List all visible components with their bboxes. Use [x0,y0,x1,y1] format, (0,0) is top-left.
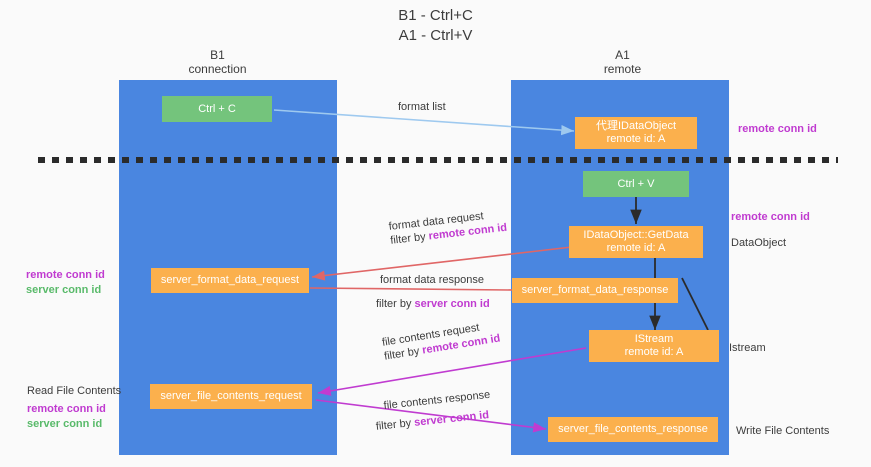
node-server-format-data-request-label: server_format_data_request [160,274,300,286]
label-format-list-text: format list [398,101,446,113]
node-istream[interactable]: IStream remote id: A [589,330,719,362]
node-proxy-idataobject-line2: remote id: A [606,133,666,145]
node-istream-line1: IStream [634,333,674,345]
sidelabel-dataobject: DataObject [731,236,786,251]
node-server-file-contents-response-label: server_file_contents_response [558,423,708,435]
label-format-data-response: format data response filter by server co… [376,273,490,311]
sidelabel-remote-conn-id-top: remote conn id [738,122,817,137]
label-format-data-response-line1: format data response [380,274,484,286]
label-format-data-response-prefix: filter by [376,298,415,310]
label-format-data-request-prefix: filter by [389,230,430,247]
node-server-file-contents-request[interactable]: server_file_contents_request [150,384,312,409]
column-header-b1-name: B1 [210,48,225,62]
label-format-list: format list [398,100,446,114]
sidelabel-read-file-contents-text: Read File Contents [27,385,122,397]
label-format-data-response-highlight: server conn id [414,298,490,310]
label-file-contents-request: file contents request filter by remote c… [381,318,501,364]
sidelabel-dataobject-text: DataObject [731,237,787,249]
sidelabel-ids-bottom-line1: remote conn id [27,403,106,415]
column-header-b1-subtitle: connection [188,62,247,76]
sidelabel-ids-bottom: remote conn id server conn id [27,402,106,432]
sidelabel-ids-mid: remote conn id server conn id [26,268,105,298]
title-line-1: B1 - Ctrl+C [398,7,473,24]
node-ctrl-v-label: Ctrl + V [617,177,655,190]
diagram-title: B1 - Ctrl+C A1 - Ctrl+V [0,6,871,46]
node-server-format-data-response[interactable]: server_format_data_response [512,278,678,303]
node-ctrl-c-label: Ctrl + C [198,102,236,115]
sidelabel-istream-text: Istream [729,342,766,354]
label-format-data-response-line2: filter by server conn id [376,297,490,311]
sidelabel-write-file-contents: Write File Contents [736,424,829,439]
sidelabel-ids-mid-line1: remote conn id [26,269,105,281]
node-getdata-line2: remote id: A [606,242,666,254]
label-file-contents-response-highlight: server conn id [413,409,490,429]
sidelabel-write-file-contents-text: Write File Contents [736,425,830,437]
label-file-contents-response: file contents response filter by server … [375,388,493,433]
sidelabel-remote-conn-id-mid-text: remote conn id [731,211,810,223]
node-ctrl-v[interactable]: Ctrl + V [583,171,689,197]
sidelabel-istream: Istream [729,341,766,356]
column-header-a1-name: A1 [615,48,630,62]
node-proxy-idataobject-line1: 代理IDataObject [595,120,677,132]
title-line-2: A1 - Ctrl+V [398,27,473,44]
column-header-a1-subtitle: remote [603,62,642,76]
node-server-file-contents-response[interactable]: server_file_contents_response [548,417,718,442]
sidelabel-ids-bottom-line2: server conn id [27,418,103,430]
label-file-contents-response-prefix: filter by [375,416,415,433]
sidelabel-read-file-contents: Read File Contents [27,384,121,399]
sidelabel-remote-conn-id-top-text: remote conn id [738,123,817,135]
node-istream-line2: remote id: A [624,346,684,358]
node-ctrl-c[interactable]: Ctrl + C [162,96,272,122]
node-server-format-data-request[interactable]: server_format_data_request [151,268,309,293]
node-getdata-line1: IDataObject::GetData [583,229,689,241]
column-header-a1: A1 remote [555,48,690,76]
sidelabel-remote-conn-id-mid: remote conn id [731,210,810,225]
node-server-file-contents-request-label: server_file_contents_request [160,390,302,402]
node-server-format-data-response-label: server_format_data_response [521,284,669,296]
sidelabel-ids-mid-line2: server conn id [26,284,102,296]
node-idataobject-getdata[interactable]: IDataObject::GetData remote id: A [569,226,703,258]
column-header-b1: B1 connection [150,48,285,76]
label-format-data-request: format data request filter by remote con… [388,207,508,248]
node-proxy-idataobject[interactable]: 代理IDataObject remote id: A [575,117,697,149]
